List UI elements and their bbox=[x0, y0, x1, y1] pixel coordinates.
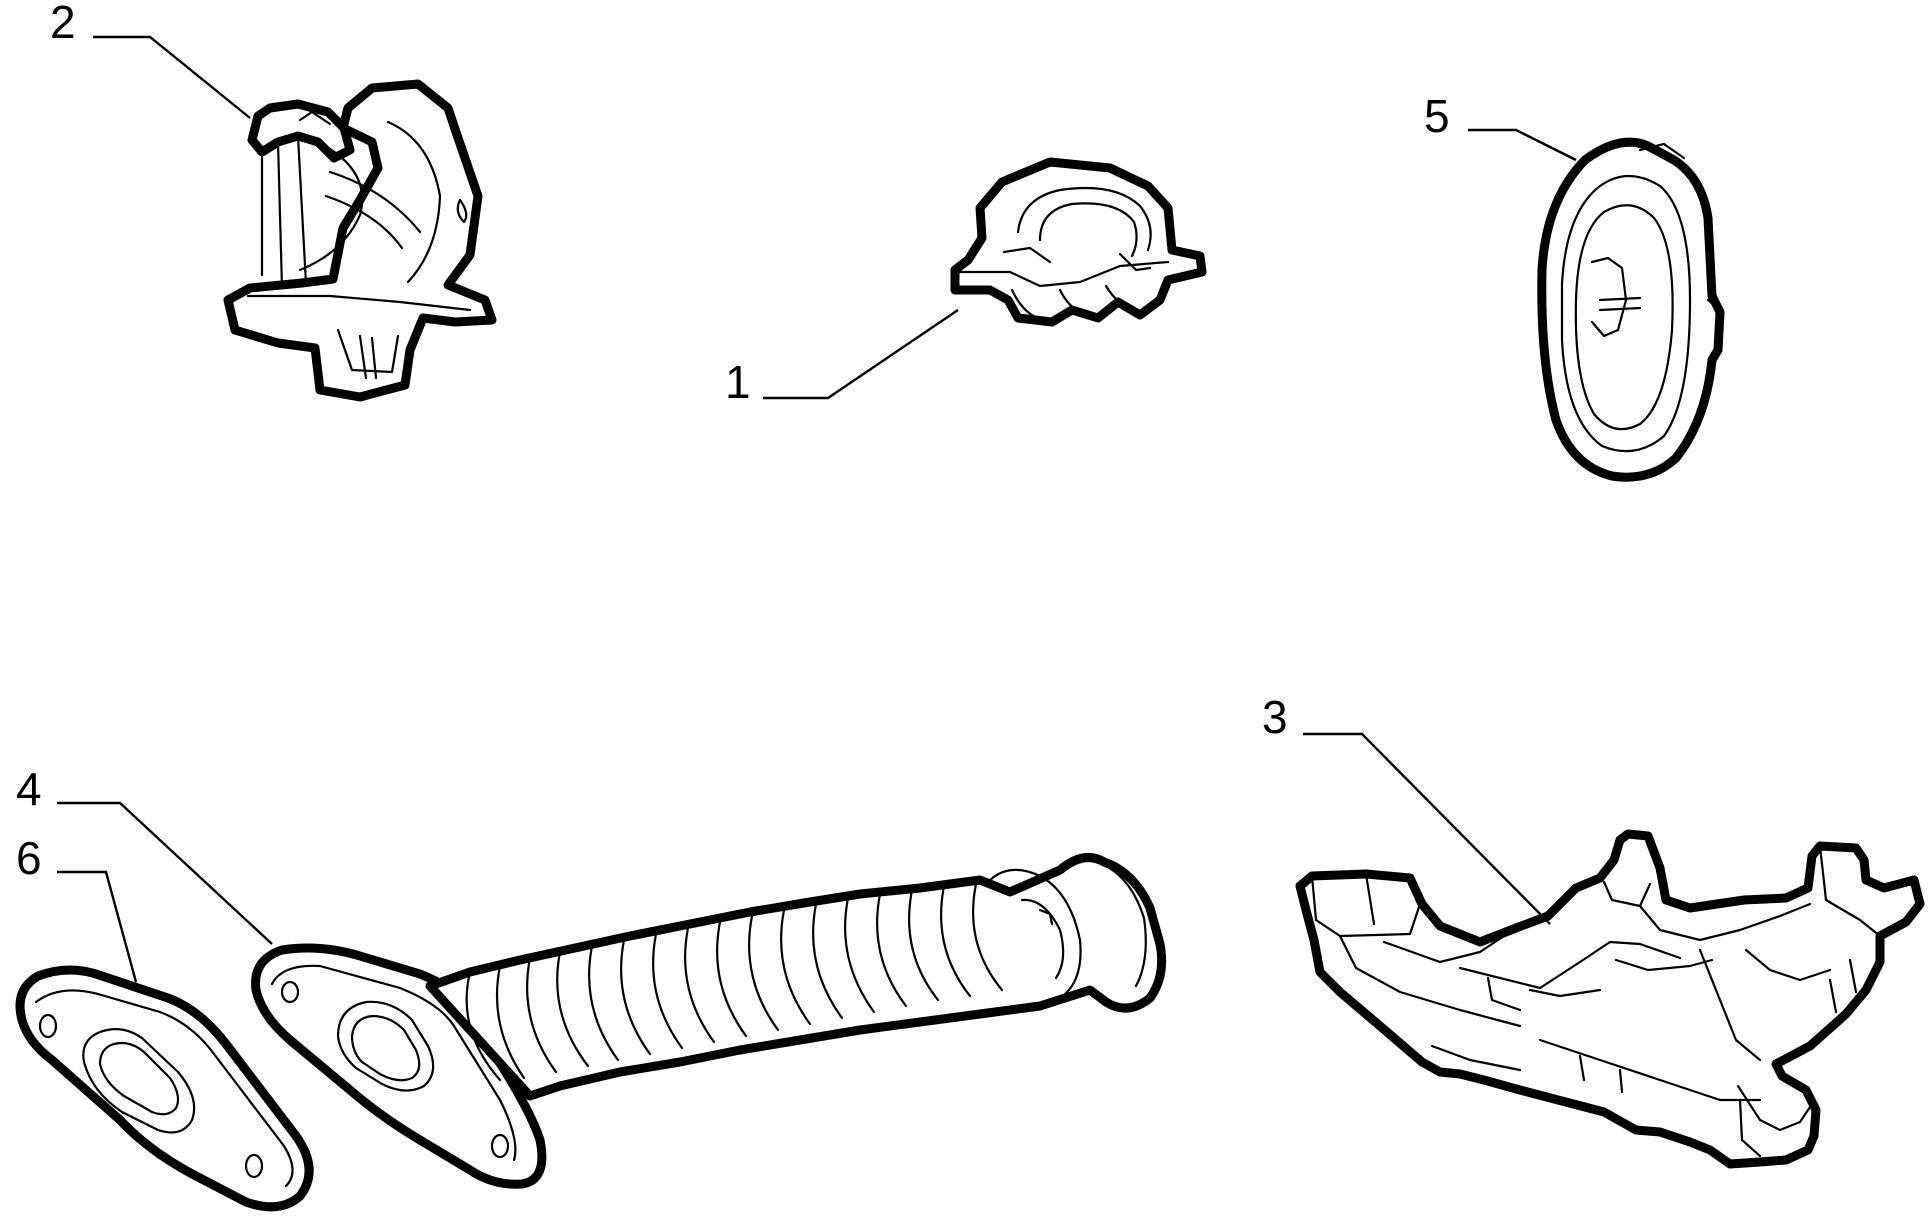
leader-lines bbox=[57, 35, 1577, 983]
leader-6 bbox=[57, 870, 138, 983]
callout-4: 4 bbox=[16, 763, 42, 815]
callout-2: 2 bbox=[50, 0, 76, 48]
part-5-oval-grommet bbox=[1537, 137, 1725, 482]
leader-3 bbox=[1303, 732, 1551, 925]
leader-4 bbox=[57, 801, 273, 945]
callout-1: 1 bbox=[725, 356, 751, 408]
part-3-bracket bbox=[1295, 829, 1925, 1169]
part-1-push-clip bbox=[950, 157, 1207, 327]
part-4-corrugated-boot bbox=[251, 853, 1167, 1189]
callout-6: 6 bbox=[16, 832, 42, 884]
callout-labels: 2 1 5 3 4 6 bbox=[16, 0, 1450, 884]
leader-5 bbox=[1468, 128, 1577, 162]
leader-1 bbox=[763, 309, 959, 400]
leader-2 bbox=[93, 35, 251, 119]
part-6-gasket bbox=[15, 965, 314, 1212]
callout-3: 3 bbox=[1262, 691, 1288, 743]
callout-5: 5 bbox=[1424, 90, 1450, 142]
part-2-cable-clip bbox=[223, 79, 497, 402]
